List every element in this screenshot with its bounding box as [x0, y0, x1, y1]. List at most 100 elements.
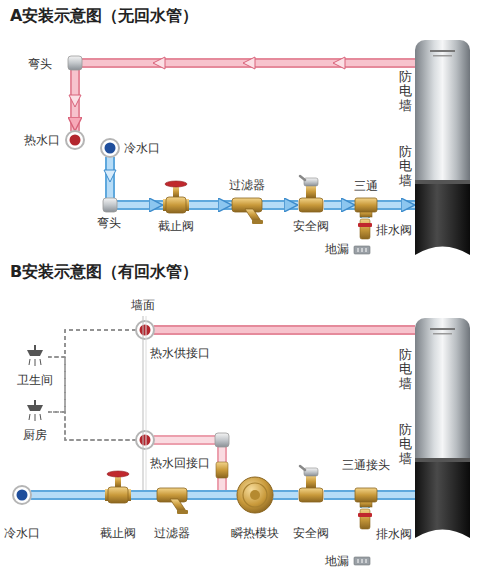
component-label: 截止阀 [158, 219, 194, 233]
water-heater-tank [430, 50, 455, 52]
cold-water-pipe [131, 490, 157, 500]
dashed-supply-line [48, 330, 136, 412]
cold-water-pipe [377, 490, 415, 500]
flow-arrow [153, 57, 165, 69]
component-label: 瞬热模块 [231, 526, 279, 540]
cold-water-port [13, 486, 31, 504]
part-label: 弯头 [97, 216, 121, 230]
stop-valve [173, 186, 179, 197]
shower-point: 卫生间 [22, 345, 48, 369]
safety-valve [300, 466, 305, 470]
cold-water-pipe [187, 495, 237, 496]
cold-water-port [101, 139, 119, 157]
y-strainer: 过滤器 [157, 486, 187, 514]
cold-water-pipe [324, 205, 355, 206]
hot-water-port [66, 131, 154, 449]
tank-label: 防电墙 [399, 145, 412, 188]
shower-icon [29, 414, 30, 420]
hot-water-pipe [75, 63, 415, 131]
drain-valve [360, 219, 370, 239]
component-label: 厨房 [23, 428, 47, 442]
water-heater-tank [415, 318, 470, 538]
cold-water-pipe [262, 200, 298, 210]
y-strainer [177, 510, 188, 514]
safety-valve [299, 198, 323, 212]
stop-valve [107, 471, 129, 477]
dashed-supply-line [48, 330, 136, 357]
safety-valve: 安全阀 [298, 466, 324, 504]
floor-drain: 地漏 [354, 244, 370, 254]
section-title: B安装示意图（有回水管） [10, 262, 198, 281]
y-strainer [252, 220, 263, 224]
component-label: 地漏 [325, 554, 349, 568]
cold-water-port [17, 490, 28, 501]
cold-water-pipe [189, 202, 232, 208]
instant-heat-module [250, 490, 260, 500]
dashed-supply-line [48, 412, 136, 440]
pipe-elbow [68, 56, 229, 447]
y-strainer [170, 499, 186, 511]
tee-fitting: 三通接头 [355, 486, 377, 506]
instant-heat-module [243, 483, 267, 507]
cold-water-inlet: 冷水口 [13, 486, 31, 504]
flow-arrow [69, 95, 81, 107]
cold-water-pipe [273, 495, 298, 496]
cold-water-pipe [262, 202, 298, 208]
tee-fitting [355, 488, 377, 507]
instant-heat-module [237, 477, 273, 513]
component-label: 热水口 [24, 133, 60, 147]
hot-water-port [140, 435, 151, 446]
component-label: 三通 [354, 179, 378, 193]
tee-fitting [355, 198, 377, 217]
drain-valve: 排水阀 [357, 218, 373, 242]
cold-water-pipe [273, 492, 298, 498]
tee-fitting [355, 198, 377, 212]
hot-supply-port: 热水供接口 [136, 321, 154, 339]
floor-drain: 地漏 [354, 556, 370, 566]
hot-water-pipe [154, 327, 415, 333]
safety-valve [299, 176, 323, 212]
pipe-elbow [103, 198, 117, 212]
cold-water-pipe [131, 492, 157, 498]
dashed-supply-line [48, 357, 136, 440]
water-heater-tank: 防电墙防电墙 [415, 318, 470, 538]
instant-heat-module [237, 477, 273, 513]
cold-water-pipe [377, 205, 415, 206]
component-label: 过滤器 [229, 178, 265, 192]
flow-arrow [104, 170, 116, 182]
water-heater-tank [415, 182, 470, 255]
floor-drain [354, 246, 370, 565]
cold-water-pipe [110, 157, 163, 205]
check-valve [216, 462, 228, 478]
shower-icon [29, 359, 30, 365]
water-heater-tank [415, 460, 470, 538]
dashed-supply-line [48, 330, 136, 412]
flow-arrow [69, 57, 345, 107]
hot-water-pipe [75, 63, 415, 131]
hot-water-port [66, 131, 84, 149]
flow-arrow [243, 57, 255, 69]
wall-line [143, 316, 146, 490]
shower-icon [35, 359, 36, 366]
hot-water-pipe [75, 63, 415, 131]
component-label: 地漏 [325, 242, 349, 256]
cold-water-port [105, 143, 116, 154]
floor-drain [366, 559, 367, 563]
water-heater-tank [415, 40, 470, 255]
floor-drain [354, 557, 370, 565]
water-heater-tank [415, 180, 470, 184]
hot-water-pipe [154, 325, 415, 335]
shower-icon [27, 405, 43, 411]
component-label: 安全阀 [293, 219, 329, 233]
stop-valve [163, 181, 189, 213]
drain-valve [358, 513, 372, 517]
water-heater-tank: 防电墙防电墙 [415, 40, 470, 255]
tee-fitting: 三通 [355, 196, 377, 216]
shower-icon [27, 350, 43, 356]
cold-water-pipe [377, 202, 415, 208]
floor-drain [362, 248, 363, 252]
flow-arrow [333, 57, 345, 69]
safety-valve [306, 475, 316, 488]
component-label: 排水阀 [376, 223, 412, 237]
